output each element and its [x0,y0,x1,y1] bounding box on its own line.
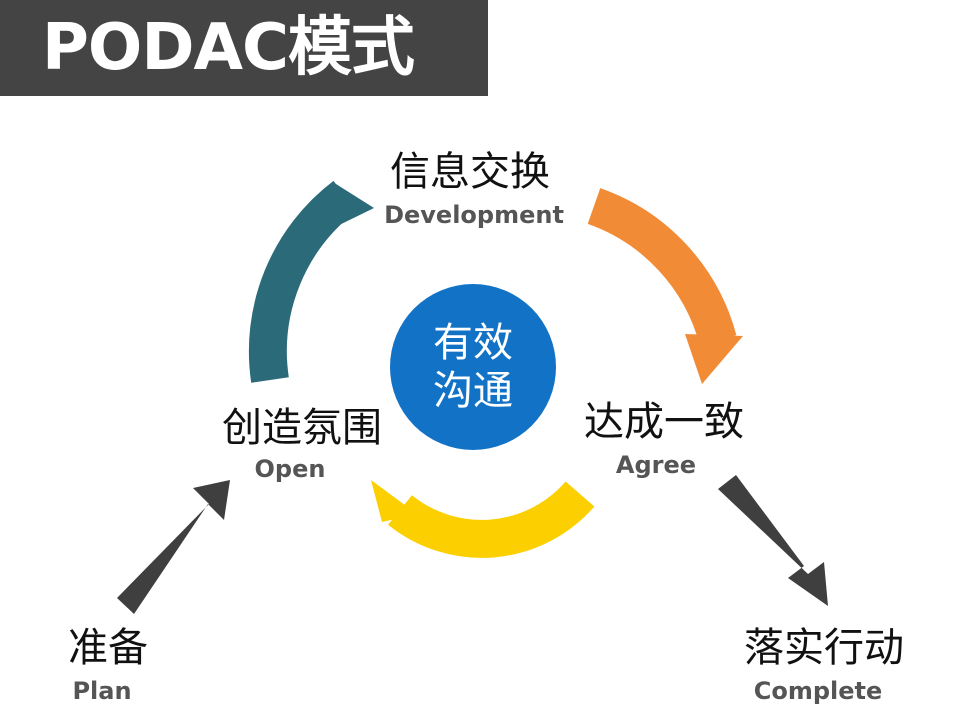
page-title: PODAC模式 [42,11,415,85]
stage-plan-cn: 准备 [68,625,148,671]
center-text-line1: 有效 [433,320,513,366]
stage-complete-cn: 落实行动 [744,625,904,671]
stage-agree-cn: 达成一致 [584,399,744,445]
stage-open-en: Open [254,455,326,483]
title-bar: PODAC模式 [0,0,488,96]
center-circle: 有效 沟通 [390,284,556,450]
stage-open-cn: 创造氛围 [222,405,382,451]
arrow-plan-to-open [117,480,230,614]
arc-open-to-development [248,180,374,383]
center-text-line2: 沟通 [433,368,513,414]
stage-development-cn: 信息交换 [390,149,550,195]
stage-complete-en: Complete [753,677,883,705]
arc-development-to-agree [587,188,743,384]
arc-agree-to-open [371,480,595,558]
stage-development-en: Development [384,201,564,229]
arrow-agree-to-complete [718,475,828,606]
stage-plan-en: Plan [72,677,132,705]
stage-agree-en: Agree [615,451,697,479]
